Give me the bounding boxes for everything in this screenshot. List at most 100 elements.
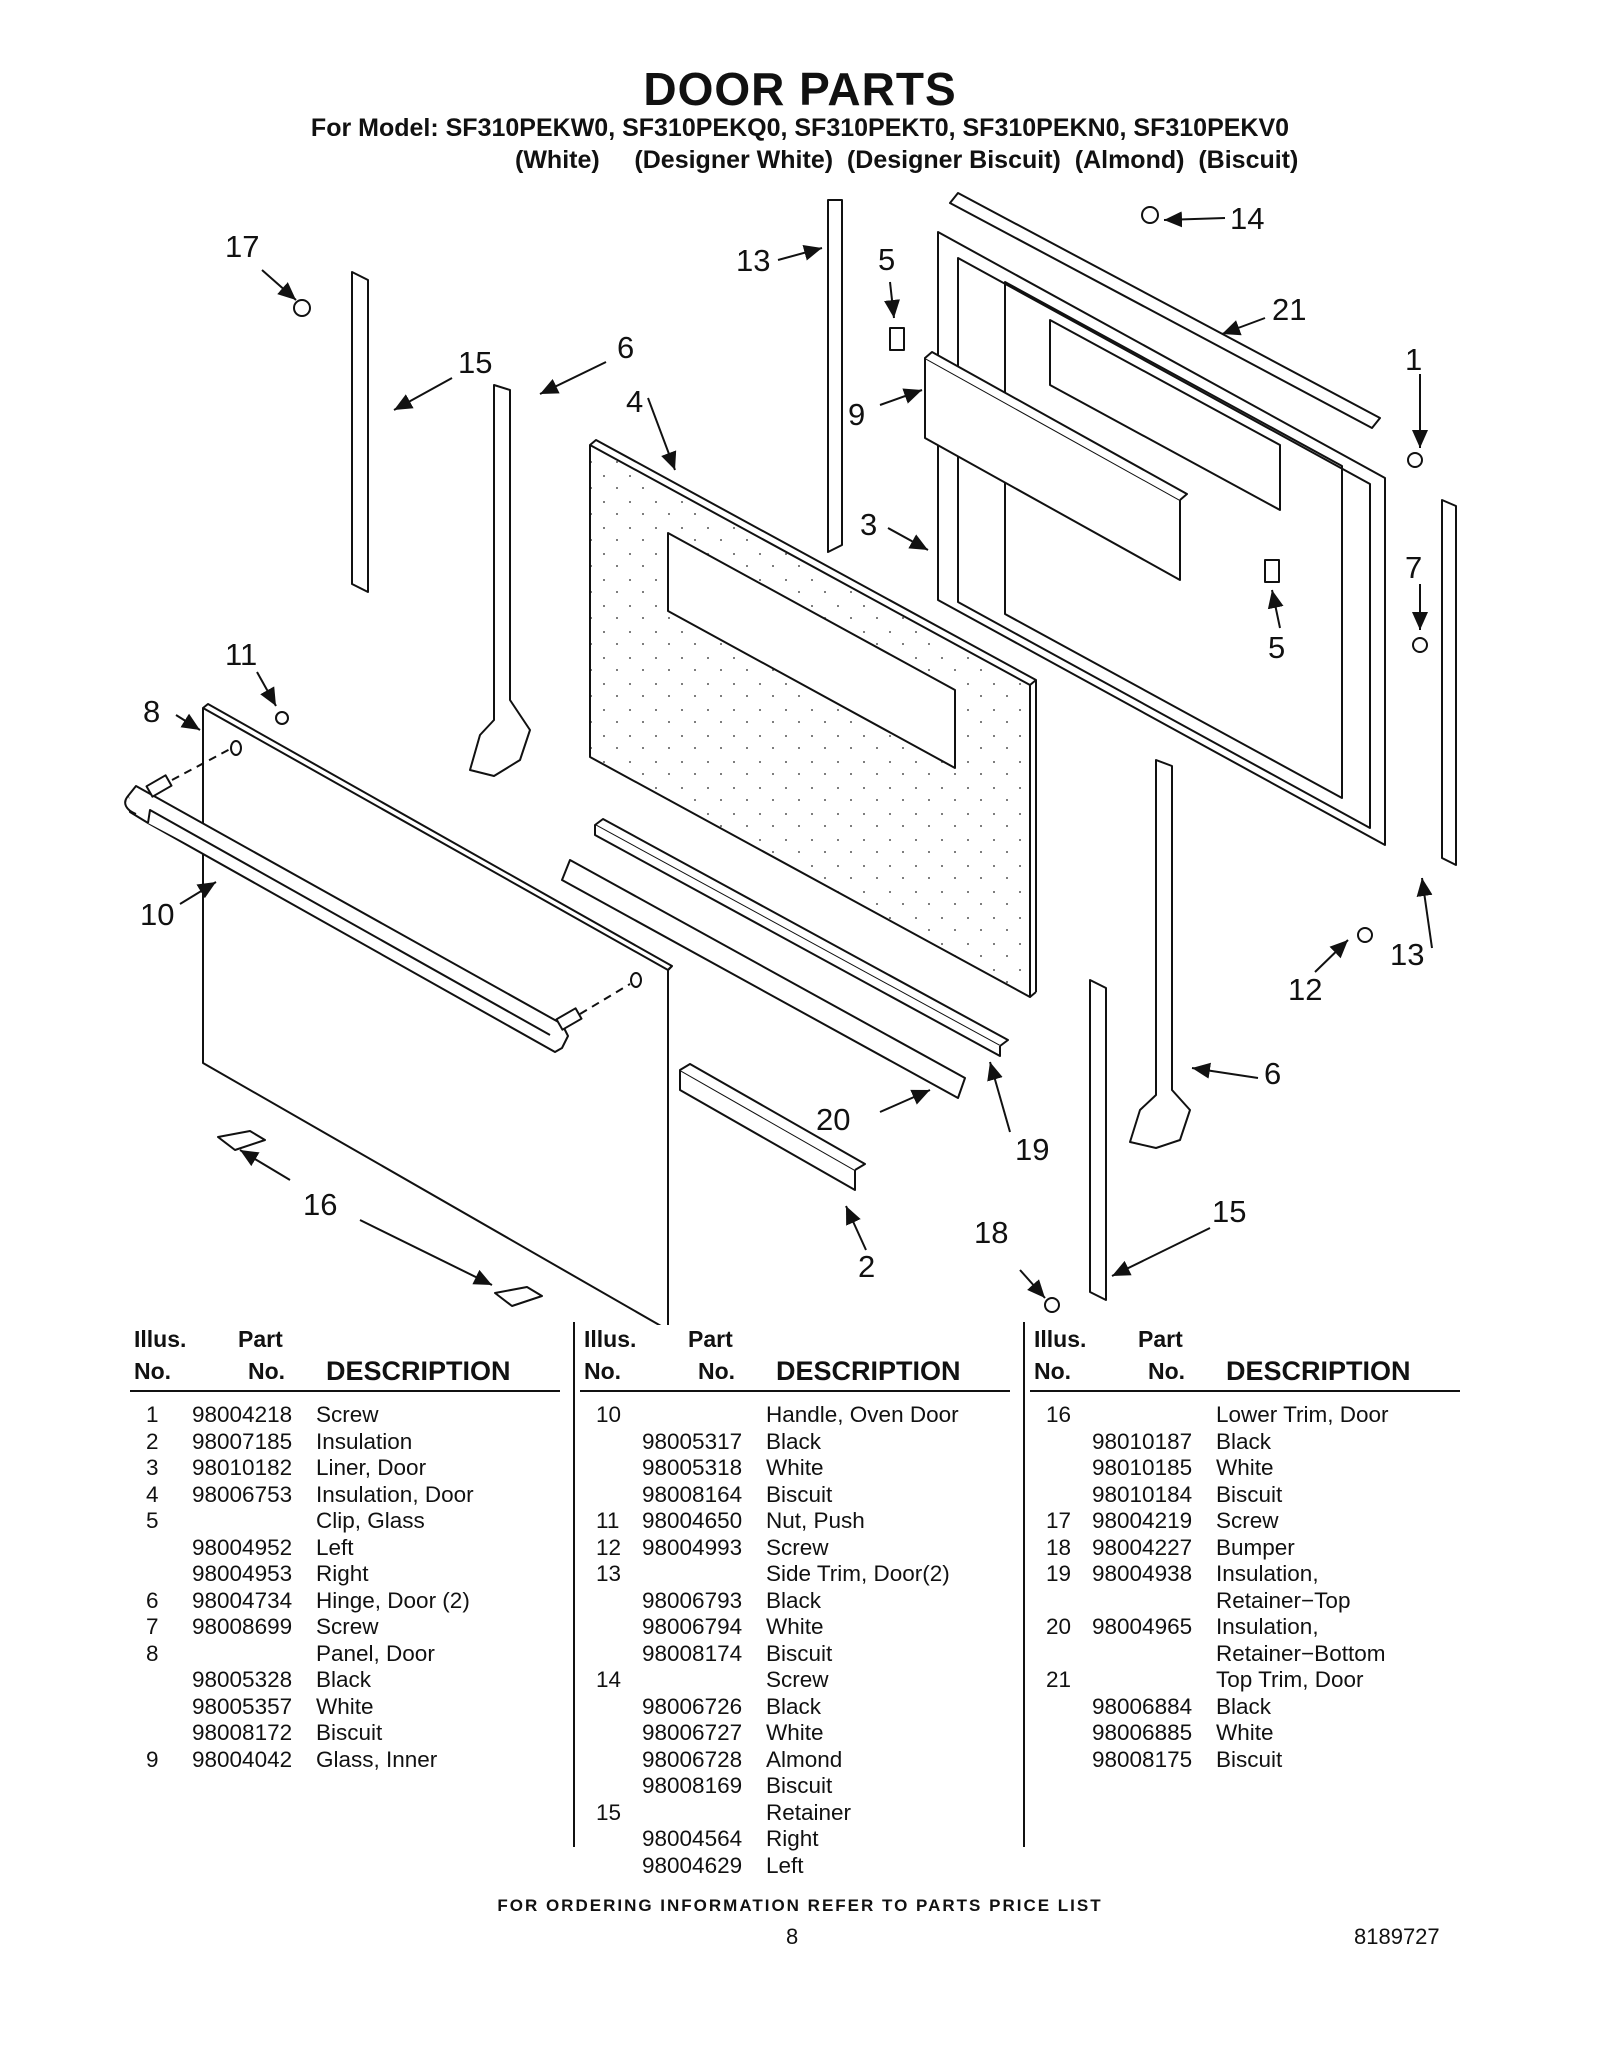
illus-number: 7 bbox=[146, 1614, 159, 1639]
page-number: 8 bbox=[786, 1924, 799, 1949]
table-row: 98010184 Biscuit bbox=[1030, 1482, 1460, 1509]
header-description: DESCRIPTION bbox=[326, 1356, 511, 1386]
table-row: 98006726 Black bbox=[580, 1694, 1010, 1721]
illus-number: 1 bbox=[146, 1402, 159, 1427]
part-description: Side Trim, Door(2) bbox=[766, 1561, 950, 1586]
callout-1: 1 bbox=[1405, 342, 1422, 377]
column-divider bbox=[1023, 1322, 1025, 1847]
part-description: Top Trim, Door bbox=[1216, 1667, 1364, 1692]
part-number: 98006884 bbox=[1092, 1693, 1193, 1719]
part-number: 98005317 bbox=[642, 1428, 743, 1454]
part-number: 98004650 bbox=[642, 1508, 743, 1533]
parts-table-header: Illus. No. Part No. DESCRIPTION bbox=[580, 1322, 1010, 1392]
retainers bbox=[351, 271, 1107, 1301]
table-row: 98005318 White bbox=[580, 1455, 1010, 1482]
door-handle bbox=[124, 747, 631, 1053]
illus-number: 8 bbox=[146, 1640, 159, 1666]
callout-13-bottom: 13 bbox=[1390, 937, 1424, 972]
table-row: Retainer−Top bbox=[1030, 1588, 1460, 1615]
illus-number: 2 bbox=[146, 1428, 159, 1454]
glass-clip-left bbox=[889, 327, 905, 351]
header-illus: Illus. bbox=[584, 1326, 637, 1352]
part-number: 98004564 bbox=[642, 1826, 743, 1851]
callout-12: 12 bbox=[1288, 972, 1322, 1007]
illus-number: 11 bbox=[596, 1508, 620, 1533]
part-description: Biscuit bbox=[766, 1773, 833, 1798]
part-description: Biscuit bbox=[766, 1481, 833, 1507]
callout-8: 8 bbox=[143, 694, 160, 729]
callout-11: 11 bbox=[225, 637, 257, 672]
illus-number: 20 bbox=[1046, 1614, 1072, 1639]
table-row: 18 98004227 Bumper bbox=[1030, 1535, 1460, 1562]
header-illus-no: No. bbox=[1034, 1358, 1072, 1384]
part-description: White bbox=[316, 1693, 374, 1719]
part-number: 98010182 bbox=[192, 1455, 293, 1480]
part-number: 98004938 bbox=[1092, 1561, 1193, 1586]
part-description: White bbox=[766, 1455, 824, 1480]
document-number: 8189727 bbox=[1354, 1924, 1440, 1949]
part-number: 98004952 bbox=[192, 1534, 293, 1560]
table-row: 10 Handle, Oven Door bbox=[580, 1402, 1010, 1429]
callout-13-top: 13 bbox=[736, 243, 770, 278]
part-description: Insulation, bbox=[1216, 1614, 1319, 1639]
part-description: Biscuit bbox=[766, 1640, 833, 1666]
door-panel bbox=[202, 703, 673, 1325]
part-number: 98004227 bbox=[1092, 1534, 1193, 1560]
callout-labels: 17 15 6 4 13 5 14 21 1 9 3 7 5 11 8 10 1… bbox=[140, 201, 1424, 1284]
callout-4: 4 bbox=[626, 384, 643, 419]
part-number: 98006726 bbox=[642, 1693, 743, 1719]
part-number: 98006753 bbox=[192, 1481, 293, 1507]
callout-arrows bbox=[175, 211, 1433, 1299]
side-trims bbox=[827, 199, 1457, 866]
header-illus: Illus. bbox=[1034, 1326, 1087, 1352]
illus-number: 10 bbox=[596, 1402, 622, 1427]
illus-number: 18 bbox=[1046, 1534, 1072, 1560]
part-number: 98004993 bbox=[642, 1534, 743, 1560]
part-description: Insulation bbox=[316, 1428, 413, 1454]
part-description: Panel, Door bbox=[316, 1640, 435, 1666]
table-row: Retainer−Bottom bbox=[1030, 1641, 1460, 1668]
part-description: Bumper bbox=[1216, 1534, 1295, 1560]
part-description: Screw bbox=[316, 1402, 379, 1427]
part-number: 98004953 bbox=[192, 1561, 293, 1586]
part-number: 98005318 bbox=[642, 1455, 743, 1480]
part-description: Handle, Oven Door bbox=[766, 1402, 959, 1427]
inner-glass bbox=[924, 351, 1188, 581]
part-number: 98004218 bbox=[192, 1402, 293, 1427]
part-description: Black bbox=[766, 1587, 822, 1613]
callout-9: 9 bbox=[848, 397, 865, 432]
illus-number: 3 bbox=[146, 1455, 159, 1480]
part-number: 98010185 bbox=[1092, 1455, 1193, 1480]
part-number: 98010184 bbox=[1092, 1481, 1193, 1507]
part-description: Lower Trim, Door bbox=[1216, 1402, 1389, 1427]
part-description: Biscuit bbox=[1216, 1481, 1283, 1507]
illus-number: 15 bbox=[596, 1799, 622, 1825]
header-illus-no: No. bbox=[584, 1358, 622, 1384]
part-description: Insulation, bbox=[1216, 1561, 1319, 1586]
model-list: For Model: SF310PEKW0, SF310PEKQ0, SF310… bbox=[310, 114, 1290, 142]
part-description: Black bbox=[766, 1693, 822, 1719]
part-number: 98008174 bbox=[642, 1640, 743, 1666]
parts-table-header: Illus. No. Part No. DESCRIPTION bbox=[130, 1322, 560, 1392]
callout-10: 10 bbox=[140, 897, 174, 932]
callout-15-left: 15 bbox=[458, 345, 492, 380]
hinges bbox=[469, 384, 1191, 1149]
illus-number: 13 bbox=[596, 1561, 622, 1586]
part-description: White bbox=[1216, 1455, 1274, 1480]
